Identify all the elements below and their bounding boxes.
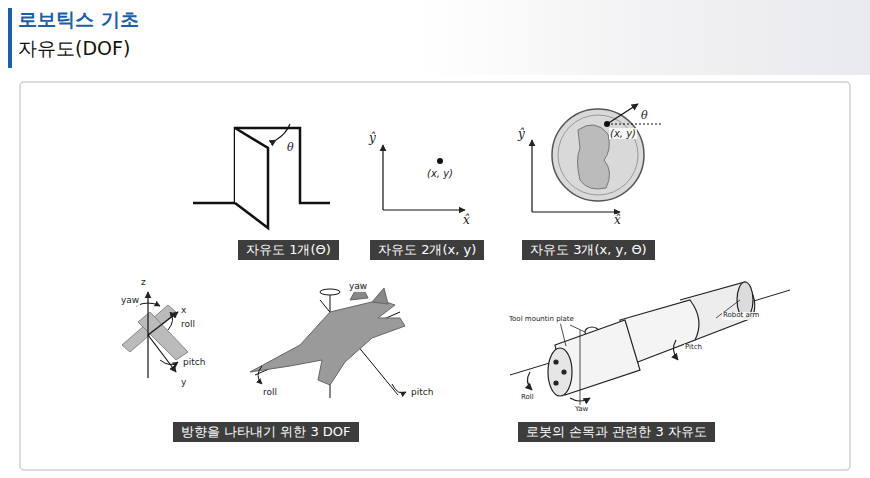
title-bar	[8, 8, 12, 68]
caption-text: 방향을 나타내기 위한 3 DOF	[181, 424, 351, 439]
caption-text: 자유도 3개(x, y, Θ)	[530, 242, 647, 257]
axis-label: Pitch	[684, 344, 703, 352]
slide-subtitle: 자유도(DOF)	[18, 38, 130, 59]
wrist-figure	[510, 282, 790, 405]
axis-label: x̂	[462, 214, 471, 227]
point-dot	[437, 158, 443, 164]
axis-label: roll	[180, 320, 196, 330]
part-label: Robot arm	[722, 312, 760, 320]
caption-band: 자유도 2개(x, y)	[370, 240, 484, 260]
caption-band: 방향을 나타내기 위한 3 DOF	[173, 422, 359, 442]
coordinate-label: (x, y)	[609, 128, 637, 139]
axis-label: x̂	[613, 214, 622, 227]
axis-label: ŷ	[368, 132, 377, 145]
axis-label: pitch	[182, 358, 206, 368]
reference-line	[607, 124, 662, 125]
caption-band: 자유도 1개(Θ)	[238, 240, 339, 260]
part-label: Tool mountin plate	[508, 316, 575, 324]
caption-text: 로봇의 손목과 관련한 3 자유도	[526, 424, 707, 439]
axis-label: Yaw	[574, 406, 589, 414]
caption-band: 로봇의 손목과 관련한 3 자유도	[518, 422, 715, 442]
content-panel	[20, 82, 850, 470]
angle-label: θ	[640, 110, 649, 122]
xy-axes	[383, 145, 465, 210]
caption-text: 자유도 1개(Θ)	[246, 242, 331, 257]
caption-text: 자유도 2개(x, y)	[378, 242, 476, 257]
axis-label: z	[140, 278, 147, 288]
axis-label: roll	[262, 388, 278, 398]
axis-label: pitch	[410, 388, 434, 398]
axis-label: Roll	[520, 394, 535, 402]
axis-label: ŷ	[517, 128, 526, 141]
door-figure	[193, 128, 330, 228]
angle-label: θ	[286, 142, 295, 154]
header-shade	[420, 0, 870, 75]
angle-arrow	[276, 124, 290, 140]
axis-label: yaw	[120, 296, 140, 306]
coordinate-label: (x, y)	[426, 168, 454, 179]
heading-arrow	[607, 104, 638, 124]
jet-figure	[250, 282, 406, 398]
coin	[552, 109, 644, 201]
axis-label: y	[180, 378, 187, 388]
caption-band: 자유도 3개(x, y, Θ)	[522, 240, 655, 260]
axis-label: x	[180, 306, 187, 316]
axis-label: yaw	[348, 282, 368, 292]
slide-title: 로보틱스 기초	[18, 9, 139, 30]
